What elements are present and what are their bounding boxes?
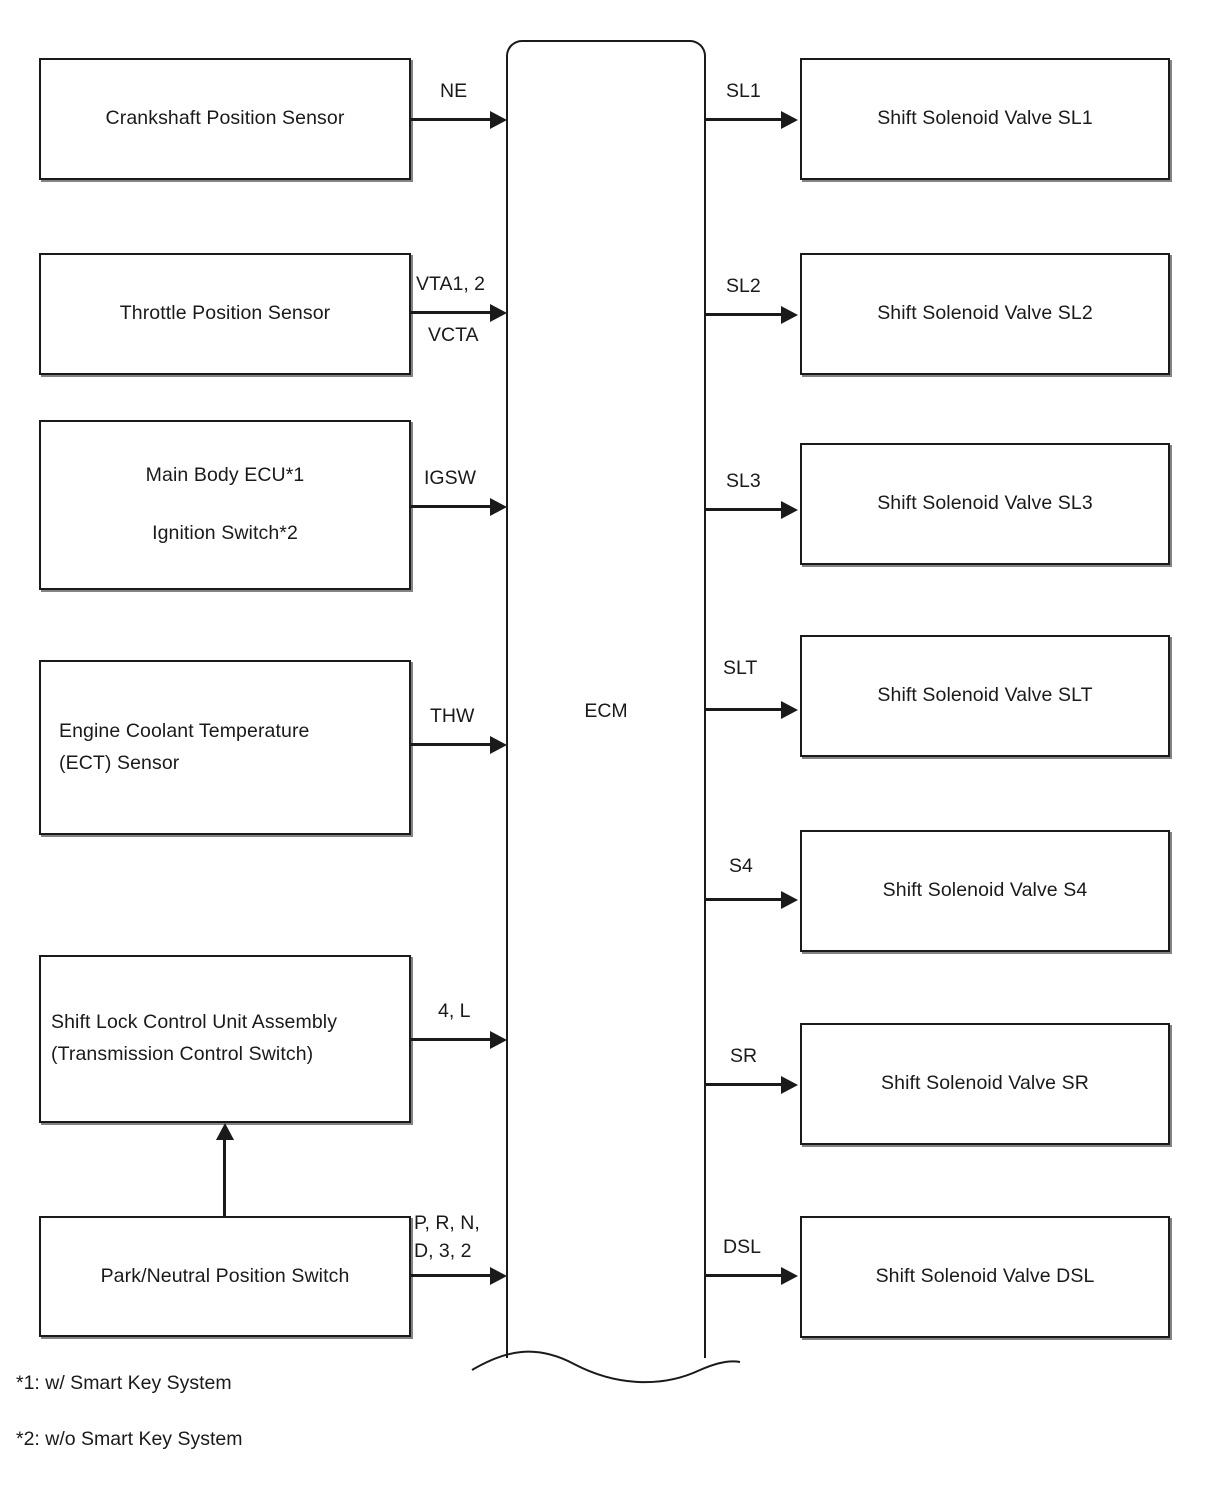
input-box-throttle-position-sensor[interactable]: Throttle Position Sensor [39, 253, 411, 375]
input-label-main-body-ecu: Main Body ECU*1 [145, 464, 305, 487]
connector-line-pnp-to-shift-lock [223, 1140, 226, 1216]
output-label-shift-solenoid-valve-sl3: Shift Solenoid Valve SL3 [877, 492, 1093, 515]
arrow-pnp-to-shift-lock [215, 1123, 234, 1140]
connector-line-4-l [411, 1038, 493, 1041]
signal-label-dsl: DSL [723, 1236, 761, 1258]
arrow-sl3 [781, 500, 798, 519]
connector-line-igsw [411, 505, 493, 508]
input-label-shift-lock-control-unit-assembly: Shift Lock Control Unit Assembly (Transm… [51, 1011, 338, 1065]
arrow-ne [490, 110, 507, 129]
arrow-slt [781, 700, 798, 719]
signal-label-igsw: IGSW [424, 467, 476, 489]
connector-line-sl3 [706, 508, 784, 511]
ecm-label: ECM [584, 700, 628, 722]
arrow-s4 [781, 890, 798, 909]
output-label-shift-solenoid-valve-sr: Shift Solenoid Valve SR [881, 1072, 1089, 1095]
connector-line-prnd32 [411, 1274, 493, 1277]
signal-label-sl1: SL1 [726, 80, 761, 102]
signal-label-s4: S4 [729, 855, 753, 877]
output-label-shift-solenoid-valve-s4: Shift Solenoid Valve S4 [882, 879, 1088, 902]
signal-label-sr: SR [730, 1045, 758, 1067]
output-box-shift-solenoid-valve-sl3[interactable]: Shift Solenoid Valve SL3 [800, 443, 1170, 565]
signal-label-4-l: 4, L [438, 1000, 471, 1022]
signal-label-ne: NE [440, 80, 468, 102]
connector-line-slt [706, 708, 784, 711]
signal-label-vta1-2: VTA1, 2 [416, 273, 486, 295]
connector-line-sr [706, 1083, 784, 1086]
input-box-main-body-ecu-ignition-switch[interactable]: Main Body ECU*1 Ignition Switch*2 [39, 420, 411, 590]
signal-label-sl3: SL3 [726, 470, 761, 492]
arrow-igsw [490, 497, 507, 516]
signal-label-vcta: VCTA [428, 324, 479, 346]
output-box-shift-solenoid-valve-sl2[interactable]: Shift Solenoid Valve SL2 [800, 253, 1170, 375]
output-box-shift-solenoid-valve-sr[interactable]: Shift Solenoid Valve SR [800, 1023, 1170, 1145]
signal-label-sl2: SL2 [726, 275, 761, 297]
arrow-sl2 [781, 305, 798, 324]
connector-line-thw [411, 743, 493, 746]
input-label-park-neutral-position-switch: Park/Neutral Position Switch [100, 1264, 350, 1287]
footnote-1: *1: w/ Smart Key System [16, 1372, 232, 1394]
input-box-crankshaft-position-sensor[interactable]: Crankshaft Position Sensor [39, 58, 411, 180]
output-label-shift-solenoid-valve-slt: Shift Solenoid Valve SLT [877, 684, 1093, 707]
input-label-crankshaft-position-sensor: Crankshaft Position Sensor [105, 107, 345, 130]
input-label-throttle-position-sensor: Throttle Position Sensor [119, 302, 331, 325]
output-box-shift-solenoid-valve-dsl[interactable]: Shift Solenoid Valve DSL [800, 1216, 1170, 1338]
connector-line-ne [411, 118, 493, 121]
arrow-thw [490, 735, 507, 754]
signal-label-thw: THW [430, 705, 475, 727]
input-box-shift-lock-control-unit-assembly[interactable]: Shift Lock Control Unit Assembly (Transm… [39, 955, 411, 1123]
input-label-ignition-switch: Ignition Switch*2 [152, 522, 298, 544]
arrow-sr [781, 1075, 798, 1094]
connector-line-sl1 [706, 118, 784, 121]
input-box-park-neutral-position-switch[interactable]: Park/Neutral Position Switch [39, 1216, 411, 1337]
arrow-sl1 [781, 110, 798, 129]
output-label-shift-solenoid-valve-sl1: Shift Solenoid Valve SL1 [877, 107, 1093, 130]
signal-label-prnd32: P, R, N, D, 3, 2 [414, 1212, 480, 1262]
output-label-shift-solenoid-valve-dsl: Shift Solenoid Valve DSL [875, 1265, 1095, 1288]
input-label-engine-coolant-temperature-sensor: Engine Coolant Temperature (ECT) Sensor [59, 719, 310, 774]
output-box-shift-solenoid-valve-slt[interactable]: Shift Solenoid Valve SLT [800, 635, 1170, 757]
ecm-column[interactable] [506, 40, 706, 1358]
connector-line-s4 [706, 898, 784, 901]
arrow-4-l [490, 1030, 507, 1049]
output-box-shift-solenoid-valve-s4[interactable]: Shift Solenoid Valve S4 [800, 830, 1170, 952]
footnote-2: *2: w/o Smart Key System [16, 1428, 243, 1450]
input-box-engine-coolant-temperature-sensor[interactable]: Engine Coolant Temperature (ECT) Sensor [39, 660, 411, 835]
arrow-dsl [781, 1266, 798, 1285]
signal-label-slt: SLT [723, 657, 758, 679]
arrow-prnd32 [490, 1266, 507, 1285]
arrow-vta [490, 303, 507, 322]
connector-line-sl2 [706, 313, 784, 316]
output-label-shift-solenoid-valve-sl2: Shift Solenoid Valve SL2 [877, 302, 1093, 325]
ecm-break-wavy-line [471, 1350, 741, 1384]
output-box-shift-solenoid-valve-sl1[interactable]: Shift Solenoid Valve SL1 [800, 58, 1170, 180]
connector-line-vta [411, 311, 493, 314]
connector-line-dsl [706, 1274, 784, 1277]
